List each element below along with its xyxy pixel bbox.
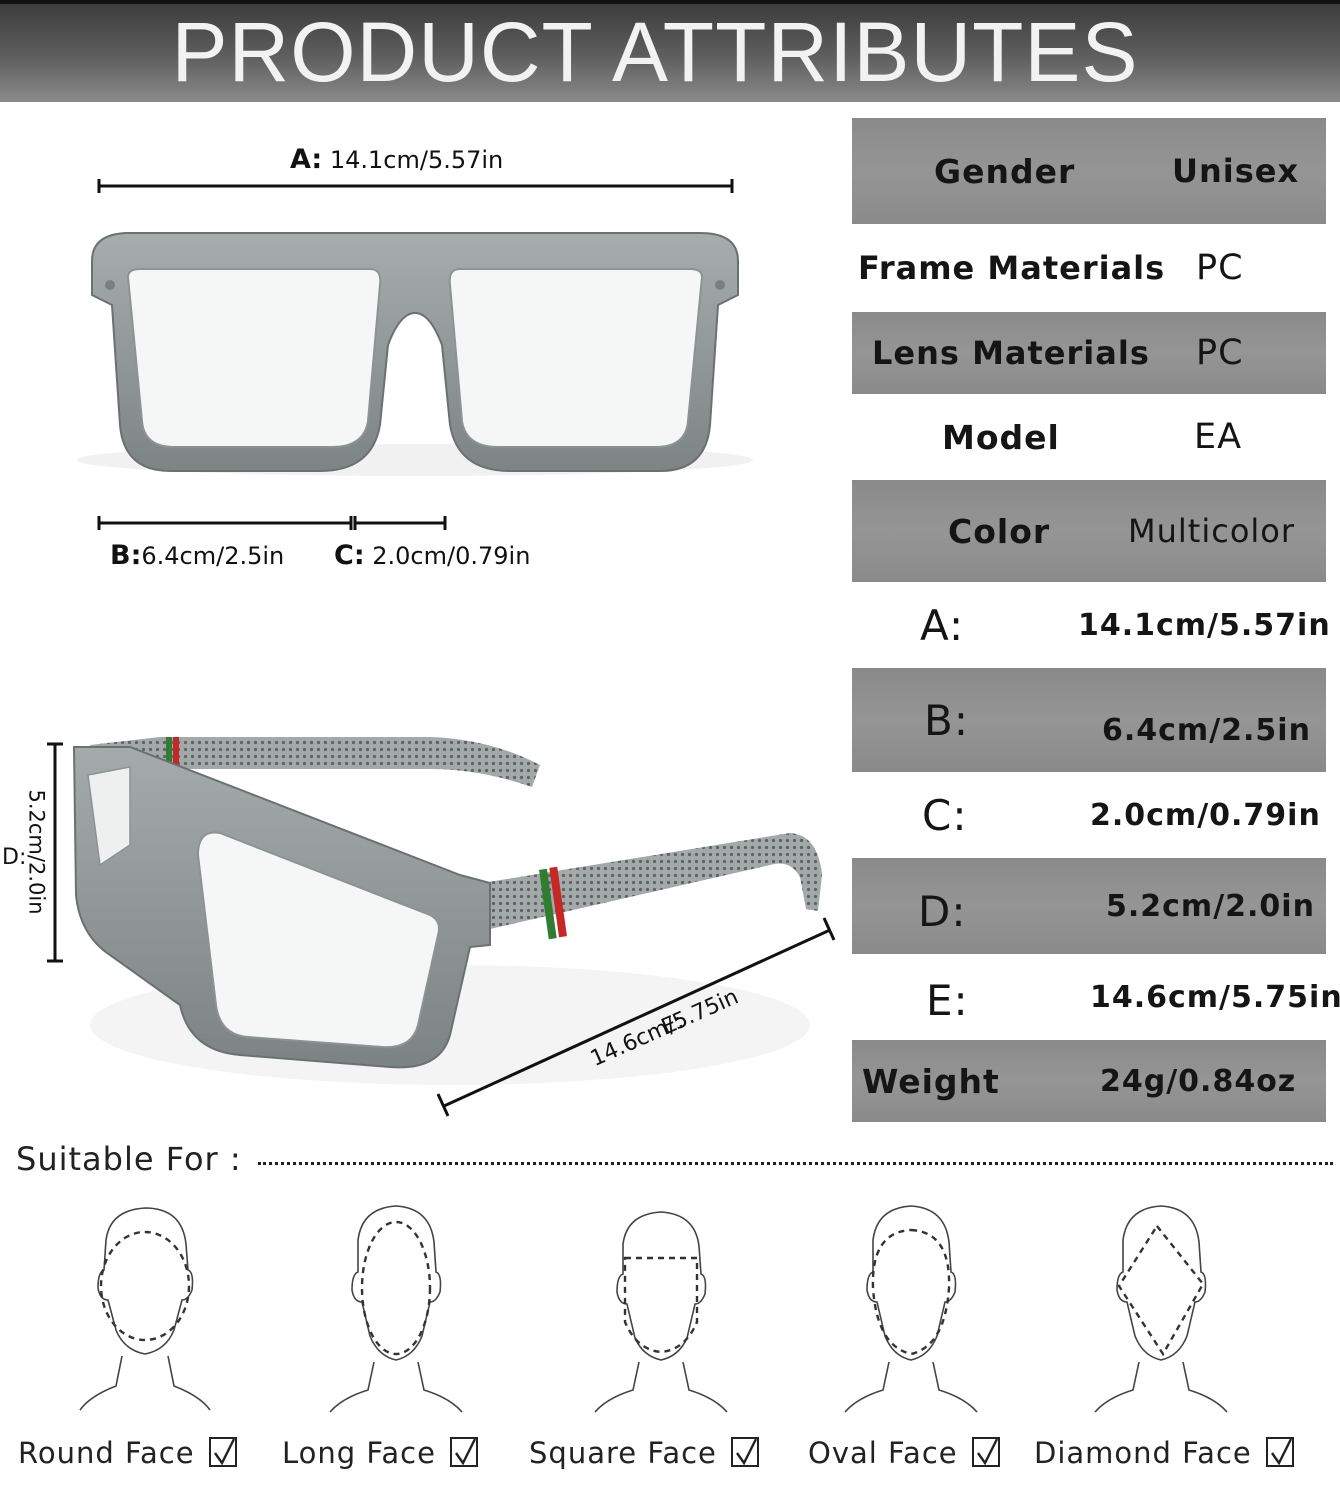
face-label-diamond: Diamond Face <box>1034 1436 1294 1470</box>
dotted-divider <box>258 1162 1333 1165</box>
attr-value-c: 2.0cm/0.79in <box>1090 797 1321 833</box>
face-label-round: Round Face <box>18 1436 237 1470</box>
glasses-side-view <box>72 737 822 1085</box>
round-face-icon <box>79 1207 211 1411</box>
checkbox-checked-icon <box>971 1437 1000 1467</box>
attr-key-weight: Weight <box>862 1061 1000 1101</box>
attr-row-c: C: 2.0cm/0.79in <box>852 772 1326 858</box>
attr-value-gender: Unisex <box>1172 152 1300 190</box>
square-face-icon <box>594 1211 728 1413</box>
attr-key-gender: Gender <box>934 151 1076 191</box>
dimension-b-key: B: <box>110 540 142 571</box>
suitable-for-label: Suitable For : <box>16 1140 242 1178</box>
attr-key-e: E: <box>926 975 969 1025</box>
dimension-a-key: A: <box>290 144 323 175</box>
dimension-bc-lines <box>97 516 447 530</box>
checkbox-checked-icon <box>449 1437 478 1467</box>
checkbox-checked-icon <box>1265 1437 1294 1467</box>
header-top-line <box>0 0 1340 4</box>
attr-value-b: 6.4cm/2.5in <box>1102 712 1311 748</box>
face-label-diamond-text: Diamond Face <box>1034 1436 1252 1470</box>
dimension-e-line <box>436 917 836 1117</box>
dimension-a-line <box>97 179 734 193</box>
face-label-oval-text: Oval Face <box>808 1436 958 1470</box>
attr-value-d: 5.2cm/2.0in <box>1106 888 1315 924</box>
face-label-square-text: Square Face <box>529 1436 717 1470</box>
dimension-c-key: C: <box>334 540 365 571</box>
dimension-d-line <box>47 742 63 963</box>
attr-key-color: Color <box>948 511 1051 551</box>
dimension-b-value: 6.4cm/2.5in <box>141 542 285 570</box>
attr-key-d: D: <box>918 886 967 936</box>
diamond-face-icon <box>1094 1205 1228 1413</box>
attr-row-frame-materials: Frame Materials PC <box>852 224 1326 312</box>
attr-row-e: E: 14.6cm/5.75in <box>852 954 1340 1040</box>
face-label-oval: Oval Face <box>808 1436 1000 1470</box>
attr-row-d: D: 5.2cm/2.0in <box>852 858 1326 954</box>
attr-value-e: 14.6cm/5.75in <box>1090 979 1340 1015</box>
dimension-d-key: D: <box>2 845 27 870</box>
face-label-square: Square Face <box>529 1436 759 1470</box>
attr-key-c: C: <box>922 790 968 840</box>
face-label-long-text: Long Face <box>282 1436 436 1470</box>
glasses-front-view <box>77 232 753 476</box>
checkbox-checked-icon <box>208 1437 237 1467</box>
dimension-c-value: 2.0cm/0.79in <box>372 542 531 570</box>
attr-key-a: A: <box>920 600 965 650</box>
attr-key-frame-materials: Frame Materials <box>858 249 1166 287</box>
face-label-long: Long Face <box>282 1436 478 1470</box>
attr-row-model: Model EA <box>852 394 1326 480</box>
dimension-d-value: 5.2cm/2.0in <box>24 789 49 915</box>
attr-value-frame-materials: PC <box>1196 248 1244 288</box>
attr-value-a: 14.1cm/5.57in <box>1078 607 1331 643</box>
attr-row-a: A: 14.1cm/5.57in <box>852 582 1330 668</box>
attr-value-lens-materials: PC <box>1196 333 1244 373</box>
page-title: PRODUCT ATTRIBUTES <box>171 5 1139 99</box>
attr-key-lens-materials: Lens Materials <box>872 334 1150 372</box>
attr-row-weight: Weight 24g/0.84oz <box>852 1040 1326 1122</box>
attr-row-b: B: 6.4cm/2.5in <box>852 668 1326 772</box>
attr-row-color: Color Multicolor <box>852 480 1326 582</box>
dimension-c-label: C: 2.0cm/0.79in <box>334 540 530 571</box>
attr-value-weight: 24g/0.84oz <box>1100 1063 1297 1099</box>
dimension-a-value: 14.1cm/5.57in <box>329 146 504 174</box>
oval-face-icon <box>844 1205 978 1413</box>
face-label-round-text: Round Face <box>18 1436 195 1470</box>
attr-value-color: Multicolor <box>1128 512 1296 550</box>
attr-value-model: EA <box>1194 417 1243 457</box>
attr-row-lens-materials: Lens Materials PC <box>852 312 1326 394</box>
header-banner: PRODUCT ATTRIBUTES <box>0 0 1340 102</box>
checkbox-checked-icon <box>730 1437 759 1467</box>
dimension-a-label: A: 14.1cm/5.57in <box>290 144 503 175</box>
attr-row-gender: Gender Unisex <box>852 118 1326 224</box>
attr-key-model: Model <box>942 417 1060 457</box>
dimension-b-label: B:6.4cm/2.5in <box>110 540 284 571</box>
attr-key-b: B: <box>924 695 969 745</box>
long-face-icon <box>329 1205 463 1413</box>
